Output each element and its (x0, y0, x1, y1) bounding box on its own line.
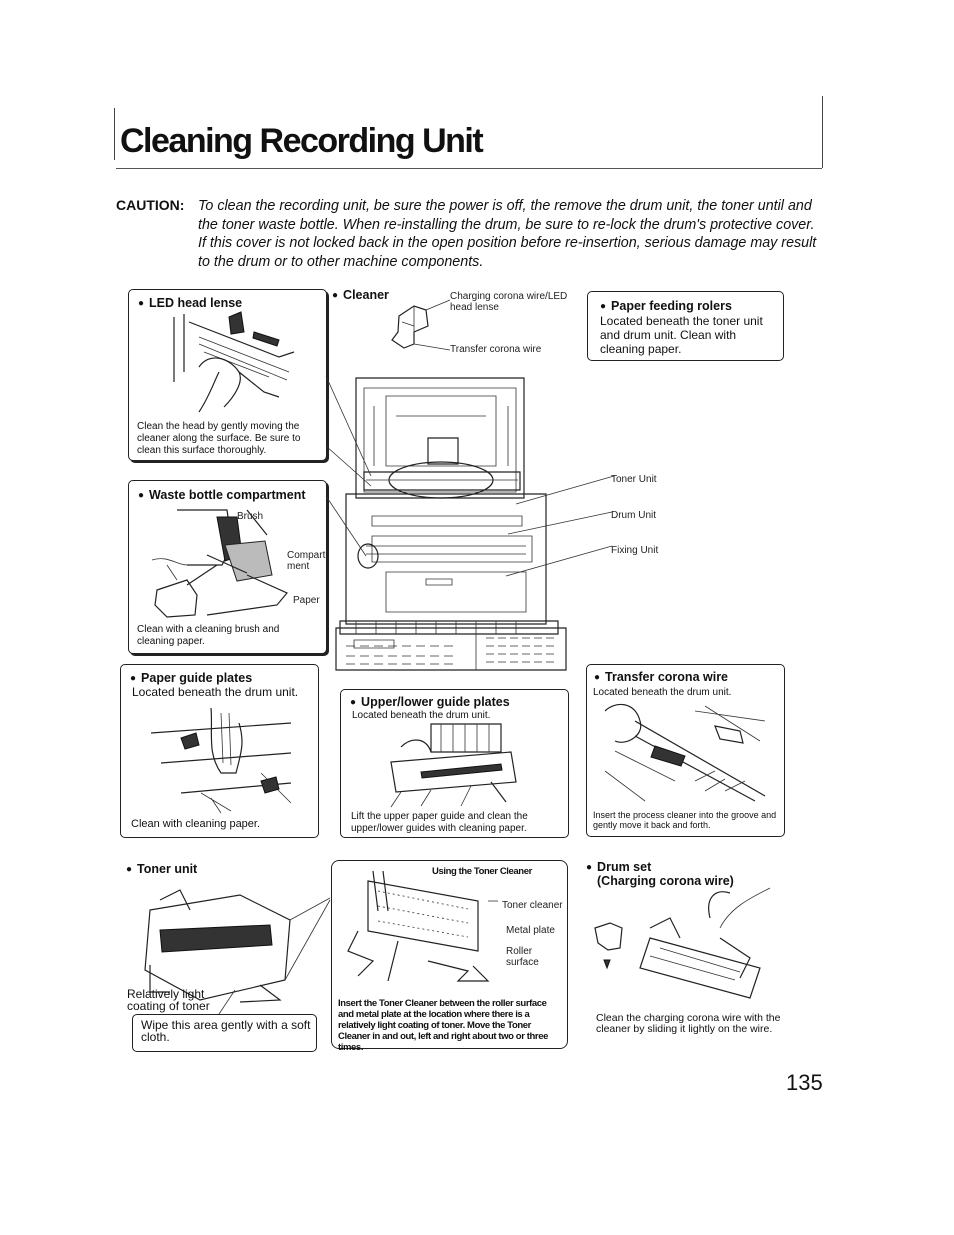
waste-heading: Waste bottle compartment (138, 488, 306, 502)
page-number: 135 (786, 1070, 823, 1095)
caution-text: To clean the recording unit, be sure the… (198, 198, 817, 270)
toner-cleaner-panel: Using the Toner Cleaner Toner cleaner Me… (331, 860, 568, 1053)
drum-set-illustration (590, 888, 785, 1008)
machine-label-drum: Drum Unit (611, 510, 657, 521)
transfer-heading: Transfer corona wire (594, 670, 728, 684)
transfer-text: Insert the process cleaner into the groo… (593, 810, 777, 830)
upper-lower-heading: Upper/lower guide plates (350, 695, 510, 709)
toner-cleaner-title: Using the Toner Cleaner (432, 866, 532, 877)
machine-label-toner: Toner Unit (611, 474, 657, 485)
led-head-lense-panel: LED head lense Clean the head by gently … (128, 289, 327, 461)
toner-cleaner-label-cleaner: Toner cleaner (502, 900, 563, 911)
waste-label-brush: Brush (237, 511, 264, 522)
machine-label-fixing: Fixing Unit (611, 545, 659, 556)
drum-set-text: Clean the charging corona wire with the … (596, 1012, 781, 1035)
toner-cleaner-text: Insert the Toner Cleaner between the rol… (338, 998, 548, 1053)
paper-guide-illustration (141, 703, 301, 813)
printer-machine-illustration (326, 376, 586, 671)
waste-bottle-panel: Waste bottle compartment Brush Compart- … (128, 480, 329, 654)
upper-lower-sub: Located beneath the drum unit. (352, 710, 491, 721)
title-frame-left (114, 108, 115, 160)
waste-text: Clean with a cleaning brush and cleaning… (137, 624, 280, 647)
upper-lower-illustration (381, 722, 521, 807)
paper-guide-sub: Located beneath the drum unit. (132, 685, 299, 699)
drum-set-heading-2: (Charging corona wire) (597, 874, 734, 888)
cleaner-tool-illustration (384, 296, 454, 356)
transfer-corona-illustration (595, 701, 775, 805)
paper-feeding-rollers-panel: Paper feeding rolers Located beneath the… (587, 291, 784, 361)
toner-unit-wipe-box: Wipe this area gently with a soft cloth. (132, 1014, 317, 1052)
toner-unit-text: Wipe this area gently with a soft cloth. (141, 1018, 311, 1044)
toner-unit-heading: Toner unit (126, 862, 197, 876)
paper-guide-heading: Paper guide plates (130, 671, 252, 685)
upper-lower-text: Lift the upper paper guide and clean the… (351, 811, 528, 834)
cleaner-heading: Cleaner (332, 288, 389, 302)
paper-guide-text: Clean with cleaning paper. (131, 818, 261, 830)
paper-guide-plates-panel: Paper guide plates Located beneath the d… (120, 664, 319, 838)
rollers-text: Located beneath the toner unit and drum … (600, 314, 763, 356)
waste-label-compartment: Compart- ment (287, 550, 329, 572)
waste-bottle-illustration (147, 505, 307, 620)
transfer-corona-panel: Transfer corona wire Located beneath the… (586, 664, 785, 837)
cleaner-label-bottom: Transfer corona wire (450, 344, 542, 355)
transfer-sub: Located beneath the drum unit. (593, 687, 732, 698)
toner-unit-label: Relatively light coating of toner (127, 987, 210, 1013)
page-title: Cleaning Recording Unit (120, 122, 484, 160)
title-frame-right (822, 96, 823, 168)
toner-cleaner-label-roller: Roller surface (506, 946, 539, 968)
toner-unit-illustration (140, 890, 335, 1005)
upper-lower-guide-panel: Upper/lower guide plates Located beneath… (340, 689, 569, 838)
cleaner-label-top: Charging corona wire/LED head lense (450, 291, 568, 313)
caution-label: CAUTION: (116, 197, 185, 213)
led-text: Clean the head by gently moving the clea… (137, 421, 301, 456)
title-rule (116, 168, 822, 169)
toner-cleaner-illustration (338, 871, 498, 991)
led-heading: LED head lense (138, 296, 242, 310)
rollers-heading: Paper feeding rolers (600, 299, 732, 313)
toner-cleaner-label-plate: Metal plate (506, 925, 555, 936)
drum-set-heading: Drum set (586, 860, 651, 874)
led-head-illustration (169, 312, 299, 417)
waste-label-paper: Paper (293, 595, 320, 606)
